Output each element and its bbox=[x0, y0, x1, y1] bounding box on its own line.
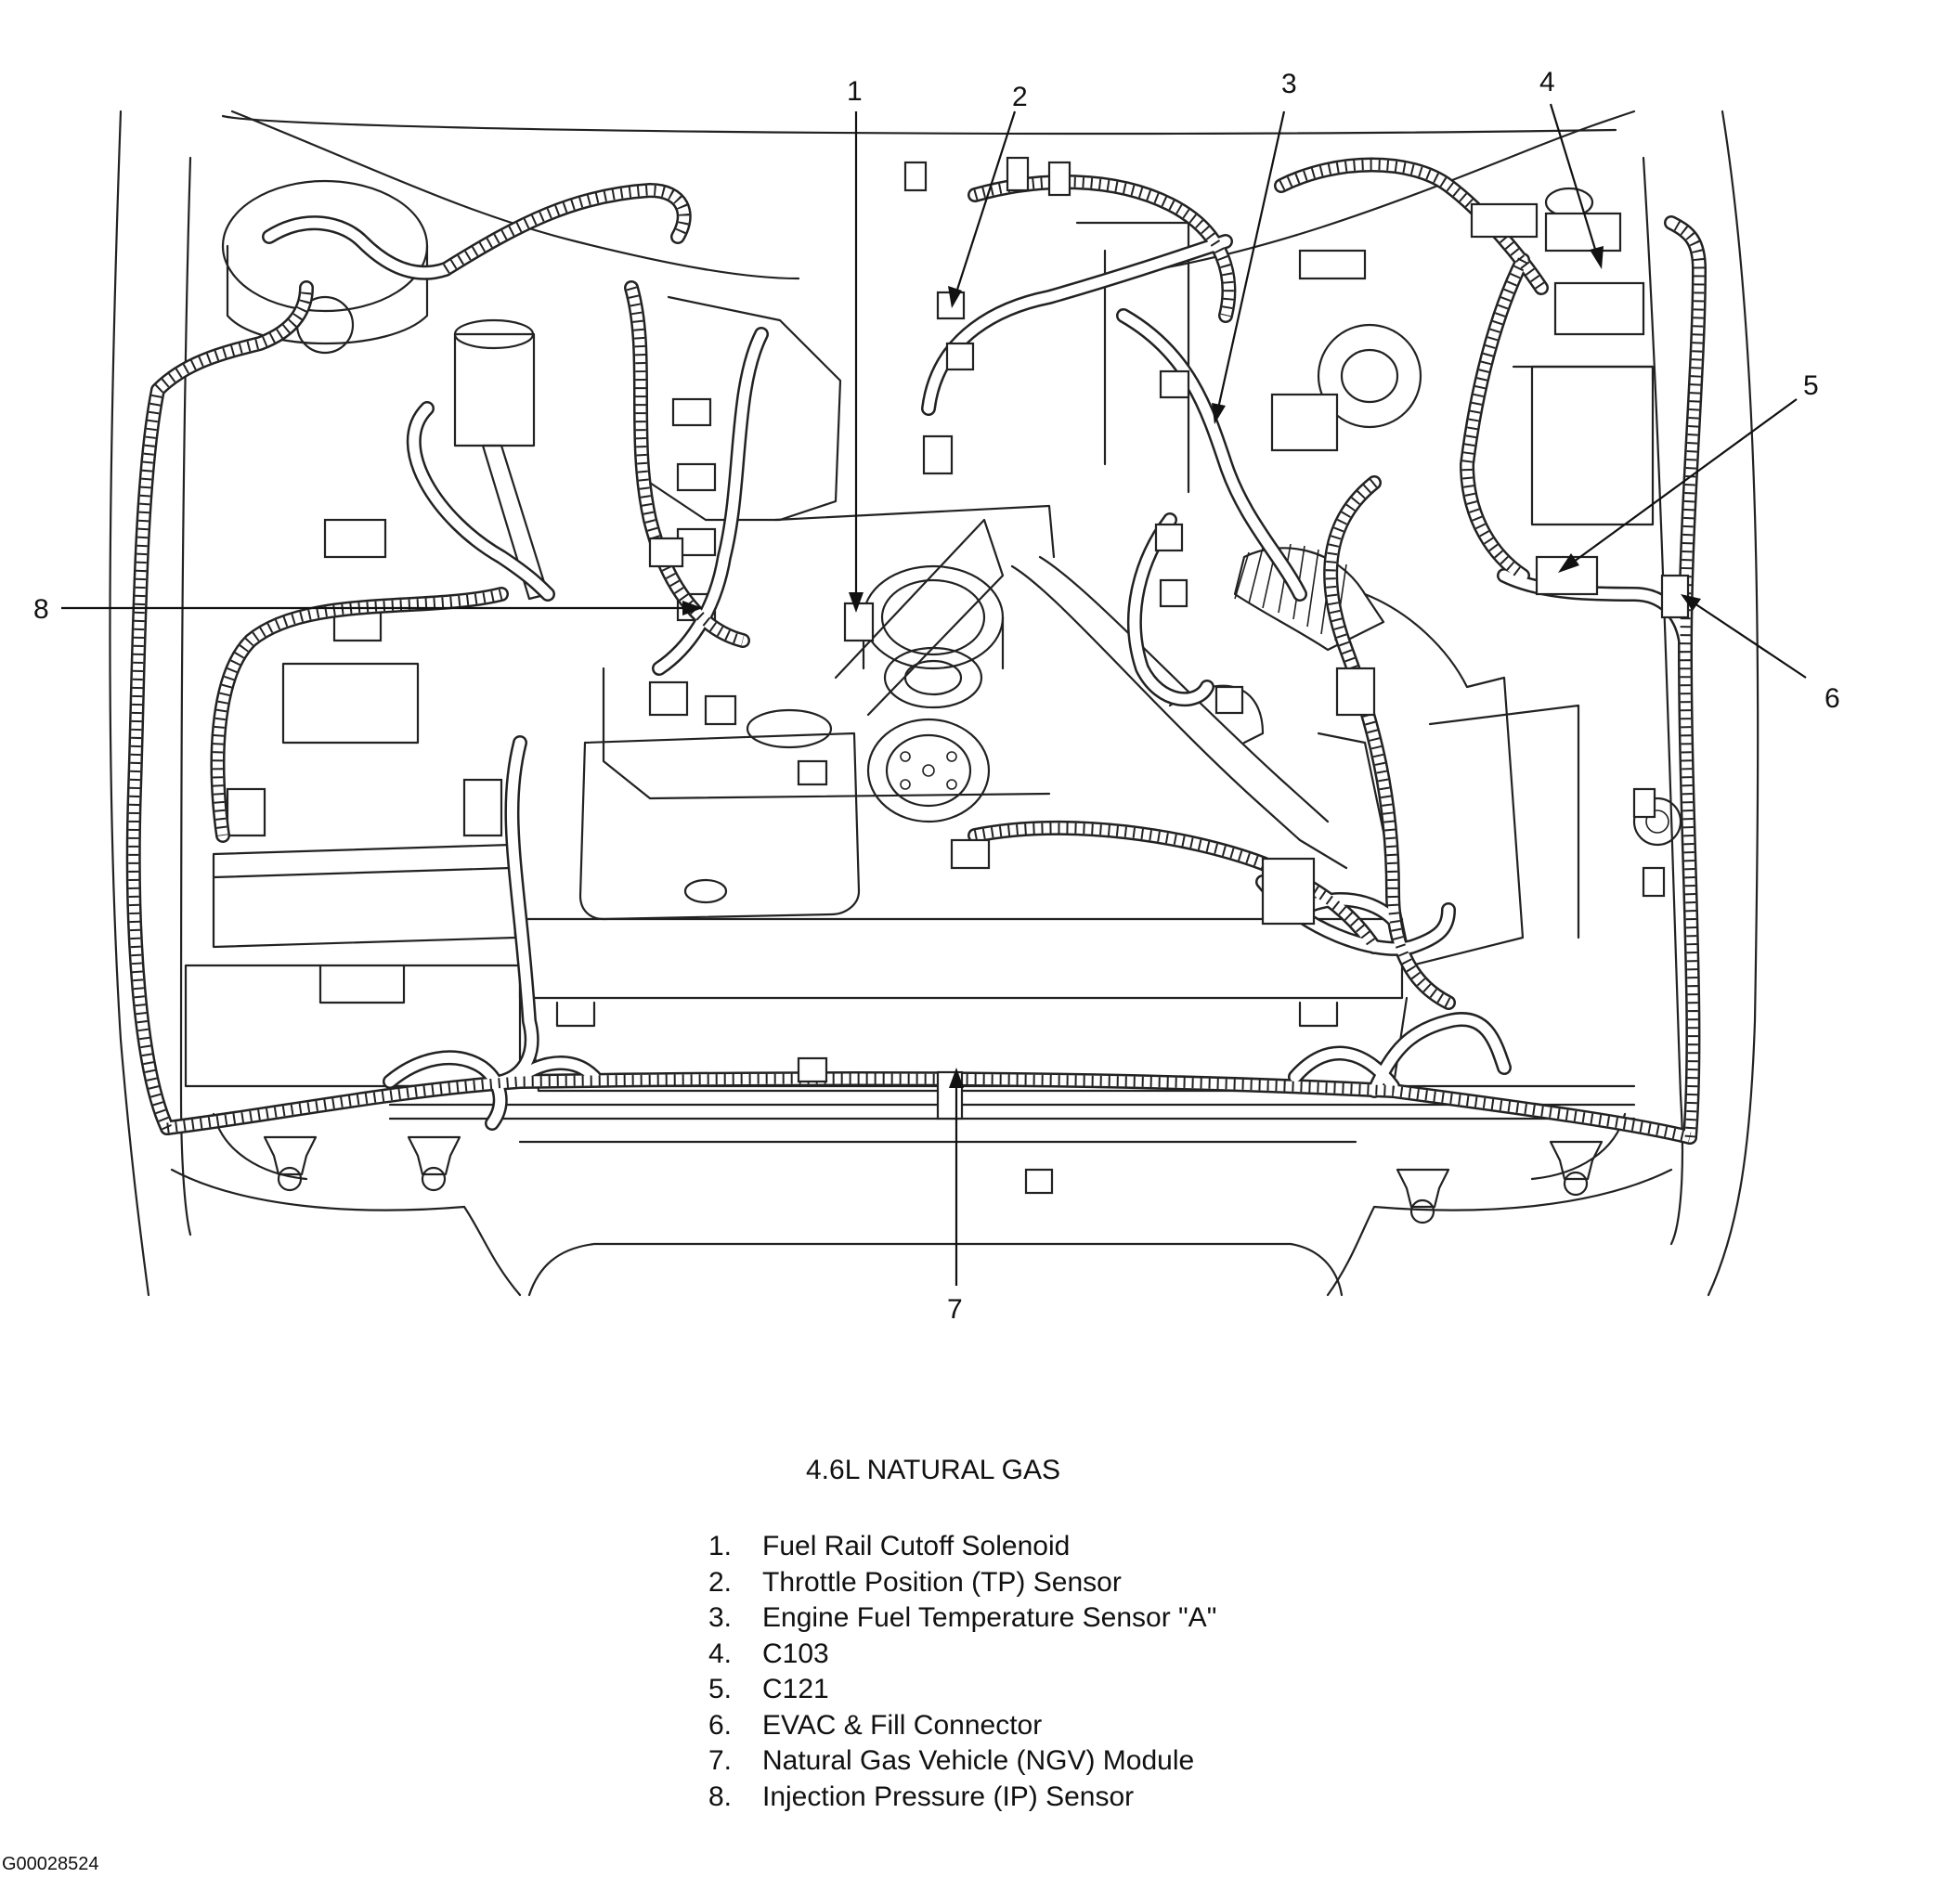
callout-numbers: 1 2 3 4 5 6 7 8 bbox=[33, 67, 1840, 1325]
battery bbox=[184, 778, 522, 1088]
intake-coil-packs bbox=[602, 221, 1190, 800]
callout-leaders bbox=[61, 103, 1807, 1286]
coolant-reservoir bbox=[578, 732, 861, 921]
callout-1-number: 1 bbox=[847, 76, 863, 107]
callout-3-number: 3 bbox=[1281, 69, 1297, 99]
lamp-sockets bbox=[263, 1135, 1604, 1224]
engine-front-pulleys bbox=[746, 518, 1348, 870]
alternator bbox=[862, 564, 1005, 709]
callout-5-number: 5 bbox=[1803, 370, 1819, 401]
callout-6-number: 6 bbox=[1825, 683, 1840, 714]
relay-module bbox=[281, 518, 420, 745]
wiring-harness bbox=[125, 157, 1707, 1145]
callout-2-number: 2 bbox=[1012, 82, 1028, 112]
callout-7-number: 7 bbox=[947, 1294, 963, 1325]
harness-connectors bbox=[648, 156, 1690, 1195]
callout-4-number: 4 bbox=[1539, 67, 1555, 97]
callout-arrowheads bbox=[682, 246, 1701, 1088]
callout-8-number: 8 bbox=[33, 594, 49, 625]
